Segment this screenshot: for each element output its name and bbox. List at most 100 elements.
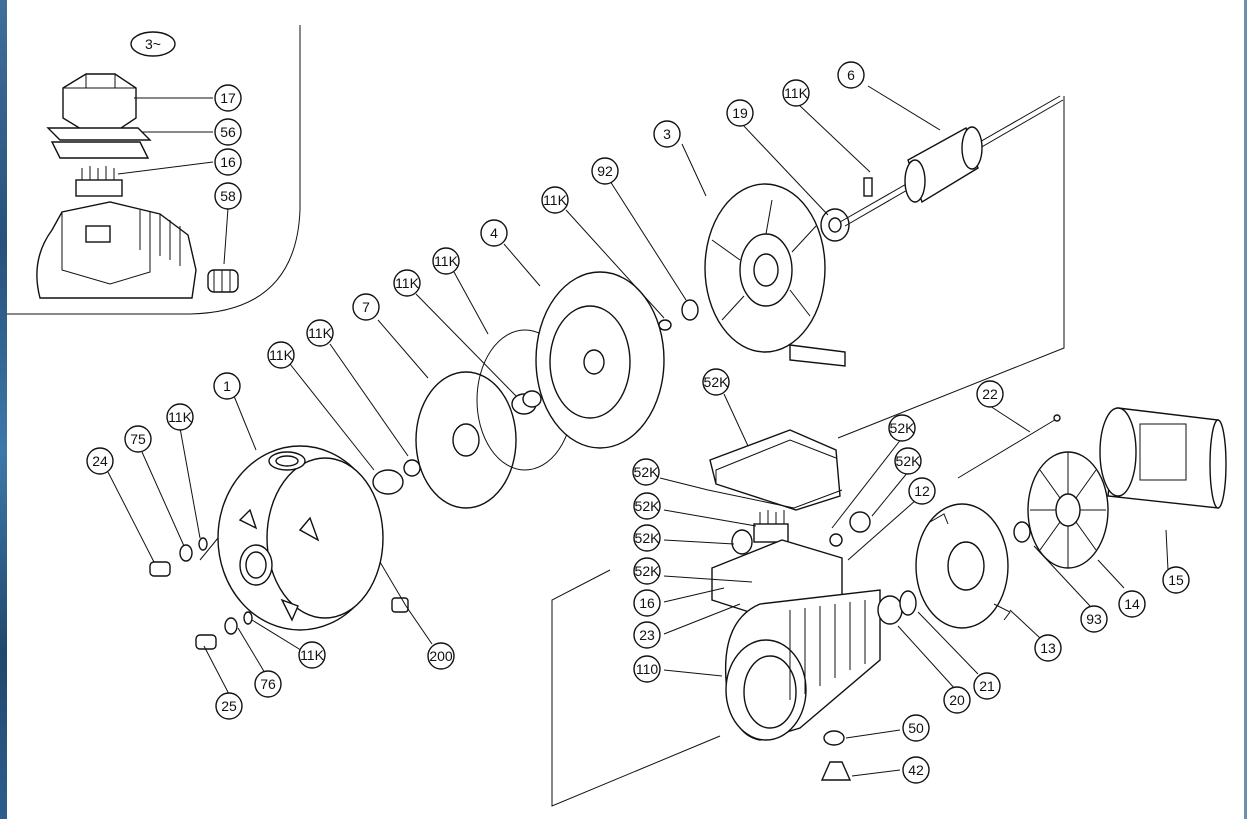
callout-circle — [352, 293, 380, 321]
callout-label: 15 — [1168, 572, 1184, 588]
callout-52k-b: 52K — [632, 458, 660, 486]
callout-label: 56 — [220, 124, 236, 140]
callout-3: 3 — [653, 120, 681, 148]
window-edge-left — [0, 0, 7, 819]
callout-circle — [214, 148, 242, 176]
terminal-cover-part — [62, 73, 137, 133]
callout-label: 11K — [395, 275, 420, 291]
callout-76: 76 — [254, 670, 282, 698]
washer-11k-b — [658, 319, 672, 331]
callout-label: 16 — [220, 154, 236, 170]
inset-callout-17: 17 — [214, 84, 242, 112]
callout-circle — [633, 524, 661, 552]
slinger-92 — [681, 299, 699, 321]
callout-label: 17 — [220, 90, 236, 106]
inset-callout-58: 58 — [214, 182, 242, 210]
o-ring-11k — [372, 469, 404, 495]
bearing-20 — [877, 595, 903, 625]
callout-label: 11K — [543, 192, 568, 208]
callout-label: 52K — [635, 498, 661, 514]
callout-circle — [902, 756, 930, 784]
callout-label: 11K — [434, 253, 459, 269]
callout-label: 13 — [1040, 640, 1056, 656]
callout-16: 16 — [633, 589, 661, 617]
seal-11k-g — [198, 537, 208, 551]
callout-circle — [393, 269, 421, 297]
callout-label: 200 — [429, 648, 453, 664]
callout-label: 6 — [847, 67, 855, 83]
callout-label: 3 — [663, 126, 671, 142]
fan-part — [1027, 451, 1109, 569]
callout-75: 75 — [124, 425, 152, 453]
callout-19: 19 — [726, 99, 754, 127]
key-11k — [863, 177, 873, 197]
inset-motor-part — [36, 201, 197, 299]
callout-circle — [653, 120, 681, 148]
callout-circle — [1080, 605, 1108, 633]
callout-22: 22 — [976, 380, 1004, 408]
washer-21 — [899, 590, 917, 616]
callout-circle — [214, 118, 242, 146]
callout-52k-g: 52K — [894, 447, 922, 475]
callout-label: 93 — [1086, 611, 1102, 627]
callout-label: 52K — [635, 563, 661, 579]
callout-label: 22 — [982, 386, 998, 402]
washer-75 — [179, 544, 193, 562]
callout-label: 52K — [704, 374, 730, 390]
callout-11k-c: 11K — [432, 247, 460, 275]
plug-52k — [829, 533, 843, 547]
callout-label: 75 — [130, 431, 146, 447]
motor-outline-lower — [551, 569, 721, 807]
terminal-board-part — [753, 510, 789, 543]
tie-rod-22 — [957, 417, 1059, 479]
foot-50 — [823, 730, 845, 746]
callout-7: 7 — [352, 293, 380, 321]
callout-circle — [214, 182, 242, 210]
callout-circle — [702, 368, 730, 396]
callout-label: 7 — [362, 299, 370, 315]
callout-52k-d: 52K — [633, 524, 661, 552]
callout-circle — [166, 403, 194, 431]
callout-label: 11K — [300, 647, 325, 663]
callout-11k-a: 11K — [782, 79, 810, 107]
callout-circle — [1162, 566, 1190, 594]
callout-11k-f: 11K — [267, 341, 295, 369]
callout-circle — [902, 714, 930, 742]
callout-label: 11K — [168, 409, 193, 425]
cable-gland-part — [207, 269, 239, 293]
callout-label: 25 — [221, 698, 237, 714]
callout-93: 93 — [1080, 605, 1108, 633]
callout-label: 42 — [908, 762, 924, 778]
callout-11k-h: 11K — [298, 641, 326, 669]
capacitor-23 — [731, 529, 753, 555]
callout-circle — [591, 157, 619, 185]
callout-50: 50 — [902, 714, 930, 742]
callout-circle — [298, 641, 326, 669]
callout-24: 24 — [86, 447, 114, 475]
callout-11k-g: 11K — [166, 403, 194, 431]
callout-circle — [633, 557, 661, 585]
callout-42: 42 — [902, 756, 930, 784]
callout-circle — [306, 319, 334, 347]
inset-callouts-layer: 17 56 16 58 — [214, 84, 242, 210]
callout-6: 6 — [837, 61, 865, 89]
callout-11k-d: 11K — [393, 269, 421, 297]
inset-callout-16: 16 — [214, 148, 242, 176]
callout-circle — [837, 61, 865, 89]
cable-gland-52k — [849, 511, 871, 533]
callout-20: 20 — [943, 686, 971, 714]
mechanical-seal-part — [511, 390, 542, 415]
callout-label: 52K — [635, 530, 661, 546]
callout-110: 110 — [633, 655, 661, 683]
callout-label: 14 — [1124, 596, 1140, 612]
rotor-shaft-part — [839, 95, 1064, 227]
callout-circle — [976, 380, 1004, 408]
seal-plate-part — [535, 271, 665, 449]
callout-circle — [432, 247, 460, 275]
callout-label: 23 — [639, 627, 655, 643]
phase-label: 3~ — [145, 36, 161, 52]
callout-circle — [214, 84, 242, 112]
callout-label: 11K — [784, 85, 809, 101]
impeller-part — [415, 371, 517, 509]
